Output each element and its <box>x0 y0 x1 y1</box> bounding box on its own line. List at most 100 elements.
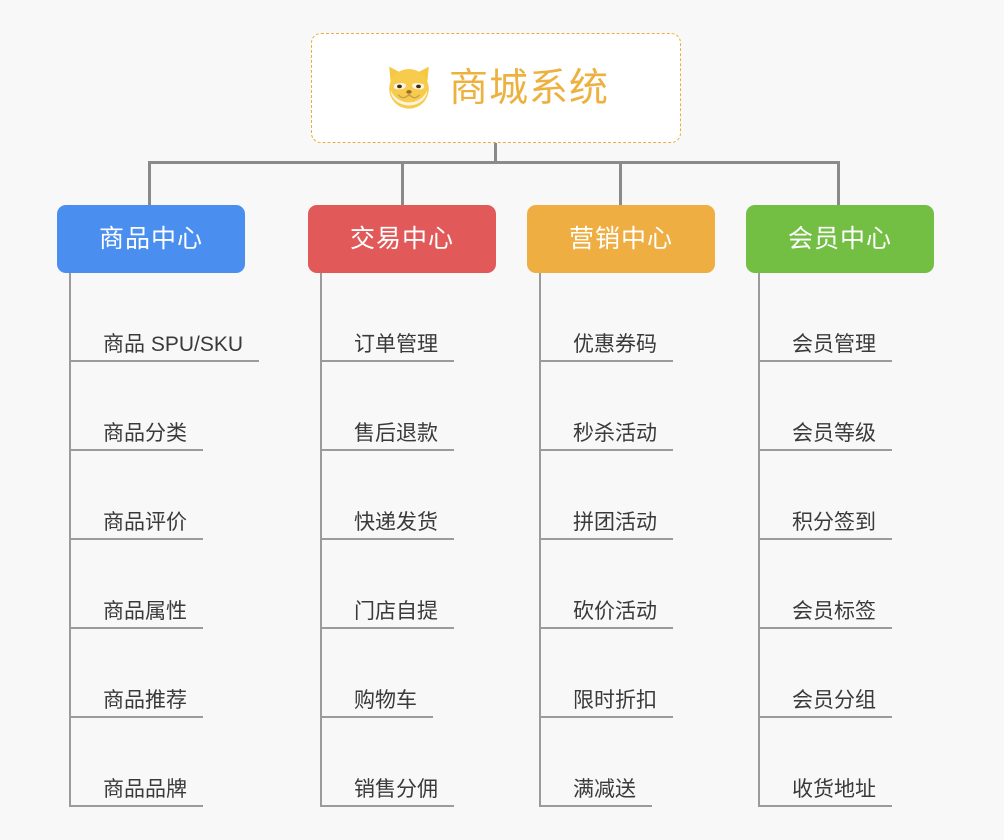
leaf-underline <box>539 538 673 540</box>
leaf-item[interactable]: 收货地址 <box>746 718 966 807</box>
category-label: 商品中心 <box>98 224 203 253</box>
leaf-list: 优惠券码秒杀活动拼团活动砍价活动限时折扣满减送 <box>527 273 747 807</box>
leaf-item-label: 商品 SPU/SKU <box>103 332 244 356</box>
leaf-item-label: 收货地址 <box>792 777 876 801</box>
leaf-item[interactable]: 砍价活动 <box>527 540 747 629</box>
leaf-item[interactable]: 订单管理 <box>308 273 528 362</box>
branch-trunk-line <box>320 273 322 807</box>
leaf-item[interactable]: 秒杀活动 <box>527 362 747 451</box>
leaf-underline <box>320 805 454 807</box>
leaf-underline <box>758 716 892 718</box>
leaf-item[interactable]: 商品分类 <box>57 362 277 451</box>
root-node[interactable]: 商城系统 <box>311 33 681 143</box>
leaf-item-label: 会员分组 <box>792 688 876 712</box>
category-label: 营销中心 <box>568 224 673 253</box>
branch-trunk-line <box>758 273 760 807</box>
leaf-item-label: 门店自提 <box>354 599 438 623</box>
leaf-item-label: 售后退款 <box>354 421 438 445</box>
leaf-item[interactable]: 会员分组 <box>746 629 966 718</box>
leaf-item-label: 限时折扣 <box>573 688 657 712</box>
category-label: 交易中心 <box>349 224 454 253</box>
leaf-item-label: 快递发货 <box>354 510 438 534</box>
leaf-list: 订单管理售后退款快递发货门店自提购物车销售分佣 <box>308 273 528 807</box>
leaf-underline <box>539 360 673 362</box>
leaf-underline <box>539 627 673 629</box>
leaf-item-label: 销售分佣 <box>354 777 438 801</box>
category-label: 会员中心 <box>787 224 892 253</box>
leaf-item[interactable]: 商品属性 <box>57 540 277 629</box>
leaf-item-label: 积分签到 <box>792 510 876 534</box>
leaf-item[interactable]: 限时折扣 <box>527 629 747 718</box>
leaf-underline <box>69 449 203 451</box>
leaf-item-label: 会员管理 <box>792 332 876 356</box>
branch-column: 会员中心会员管理会员等级积分签到会员标签会员分组收货地址 <box>746 205 966 807</box>
leaf-item[interactable]: 门店自提 <box>308 540 528 629</box>
leaf-item[interactable]: 积分签到 <box>746 451 966 540</box>
leaf-item-label: 满减送 <box>573 777 636 801</box>
branch-column: 交易中心订单管理售后退款快递发货门店自提购物车销售分佣 <box>308 205 528 807</box>
leaf-underline <box>69 805 203 807</box>
leaf-item-label: 购物车 <box>354 688 417 712</box>
category-node[interactable]: 营销中心 <box>527 205 715 273</box>
leaf-item-label: 商品推荐 <box>103 688 187 712</box>
leaf-underline <box>69 716 203 718</box>
leaf-item-label: 秒杀活动 <box>573 421 657 445</box>
leaf-item-label: 商品分类 <box>103 421 187 445</box>
leaf-underline <box>69 538 203 540</box>
branch-trunk-line <box>539 273 541 807</box>
connector-drop-2 <box>401 161 404 205</box>
leaf-item[interactable]: 商品 SPU/SKU <box>57 273 277 362</box>
leaf-item-label: 会员标签 <box>792 599 876 623</box>
connector-drop-3 <box>619 161 622 205</box>
leaf-underline <box>69 360 259 362</box>
leaf-item[interactable]: 商品评价 <box>57 451 277 540</box>
branch-trunk-line <box>69 273 71 807</box>
leaf-list: 会员管理会员等级积分签到会员标签会员分组收货地址 <box>746 273 966 807</box>
leaf-item-label: 商品属性 <box>103 599 187 623</box>
leaf-underline <box>539 716 673 718</box>
leaf-item-label: 商品评价 <box>103 510 187 534</box>
leaf-item[interactable]: 购物车 <box>308 629 528 718</box>
category-node[interactable]: 会员中心 <box>746 205 934 273</box>
leaf-underline <box>539 449 673 451</box>
category-node[interactable]: 交易中心 <box>308 205 496 273</box>
leaf-underline <box>758 805 892 807</box>
leaf-item[interactable]: 销售分佣 <box>308 718 528 807</box>
leaf-item-label: 商品品牌 <box>103 777 187 801</box>
connector-drop-4 <box>837 161 840 205</box>
leaf-list: 商品 SPU/SKU 商品分类商品评价商品属性商品推荐商品品牌 <box>57 273 277 807</box>
shiba-dog-face-icon <box>389 66 429 109</box>
connector-drop-1 <box>148 161 151 205</box>
leaf-item-label: 砍价活动 <box>573 599 657 623</box>
leaf-underline <box>320 538 454 540</box>
leaf-item[interactable]: 会员标签 <box>746 540 966 629</box>
leaf-item[interactable]: 商品推荐 <box>57 629 277 718</box>
leaf-item[interactable]: 优惠券码 <box>527 273 747 362</box>
leaf-underline <box>320 449 454 451</box>
connector-root-stub <box>494 143 497 164</box>
leaf-item[interactable]: 商品品牌 <box>57 718 277 807</box>
category-node[interactable]: 商品中心 <box>57 205 245 273</box>
branch-column: 营销中心优惠券码秒杀活动拼团活动砍价活动限时折扣满减送 <box>527 205 747 807</box>
leaf-item-label: 优惠券码 <box>573 332 657 356</box>
leaf-underline <box>320 360 454 362</box>
leaf-underline <box>320 716 433 718</box>
connector-horizontal-bus <box>149 161 839 164</box>
root-title: 商城系统 <box>448 66 609 110</box>
leaf-item[interactable]: 售后退款 <box>308 362 528 451</box>
leaf-item[interactable]: 拼团活动 <box>527 451 747 540</box>
leaf-underline <box>758 627 892 629</box>
leaf-item-label: 订单管理 <box>354 332 438 356</box>
leaf-underline <box>539 805 652 807</box>
leaf-item-label: 会员等级 <box>792 421 876 445</box>
leaf-item[interactable]: 满减送 <box>527 718 747 807</box>
leaf-item[interactable]: 会员管理 <box>746 273 966 362</box>
leaf-underline <box>69 627 203 629</box>
leaf-underline <box>758 360 892 362</box>
leaf-underline <box>320 627 454 629</box>
leaf-underline <box>758 538 892 540</box>
leaf-item-label: 拼团活动 <box>573 510 657 534</box>
leaf-item[interactable]: 会员等级 <box>746 362 966 451</box>
leaf-item[interactable]: 快递发货 <box>308 451 528 540</box>
